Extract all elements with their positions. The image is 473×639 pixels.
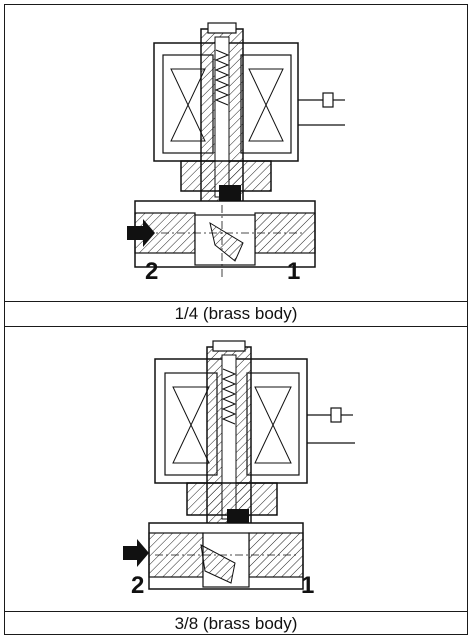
port-1-label: 1 bbox=[301, 572, 314, 599]
top-nut bbox=[207, 22, 237, 34]
spring bbox=[221, 368, 237, 425]
top-valve-panel: 2 1 bbox=[5, 5, 467, 301]
port-2-label: 2 bbox=[131, 572, 144, 599]
top-caption: 1/4 (brass body) bbox=[5, 301, 467, 327]
top-valve-drawing: 2 1 bbox=[127, 22, 345, 285]
bottom-caption: 3/8 (brass body) bbox=[5, 611, 467, 637]
spring bbox=[214, 49, 230, 106]
coil-right-winding bbox=[254, 386, 292, 464]
port-2-label: 2 bbox=[145, 258, 158, 285]
coil-left-winding bbox=[170, 68, 206, 142]
figure-frame: 2 1 1/4 (brass body) bbox=[4, 4, 468, 635]
seat bbox=[209, 221, 244, 262]
top-nut bbox=[212, 340, 246, 352]
coil-left-winding bbox=[172, 386, 210, 464]
coil-right-winding bbox=[248, 68, 284, 142]
flow-arrow bbox=[123, 539, 149, 567]
terminal bbox=[330, 407, 342, 423]
terminal bbox=[322, 92, 334, 108]
bottom-valve-panel: 2 1 bbox=[5, 327, 467, 611]
seat bbox=[200, 544, 236, 584]
bottom-valve-drawing: 2 1 bbox=[123, 340, 355, 599]
flow-arrow bbox=[127, 219, 155, 247]
port-1-label: 1 bbox=[287, 258, 300, 285]
